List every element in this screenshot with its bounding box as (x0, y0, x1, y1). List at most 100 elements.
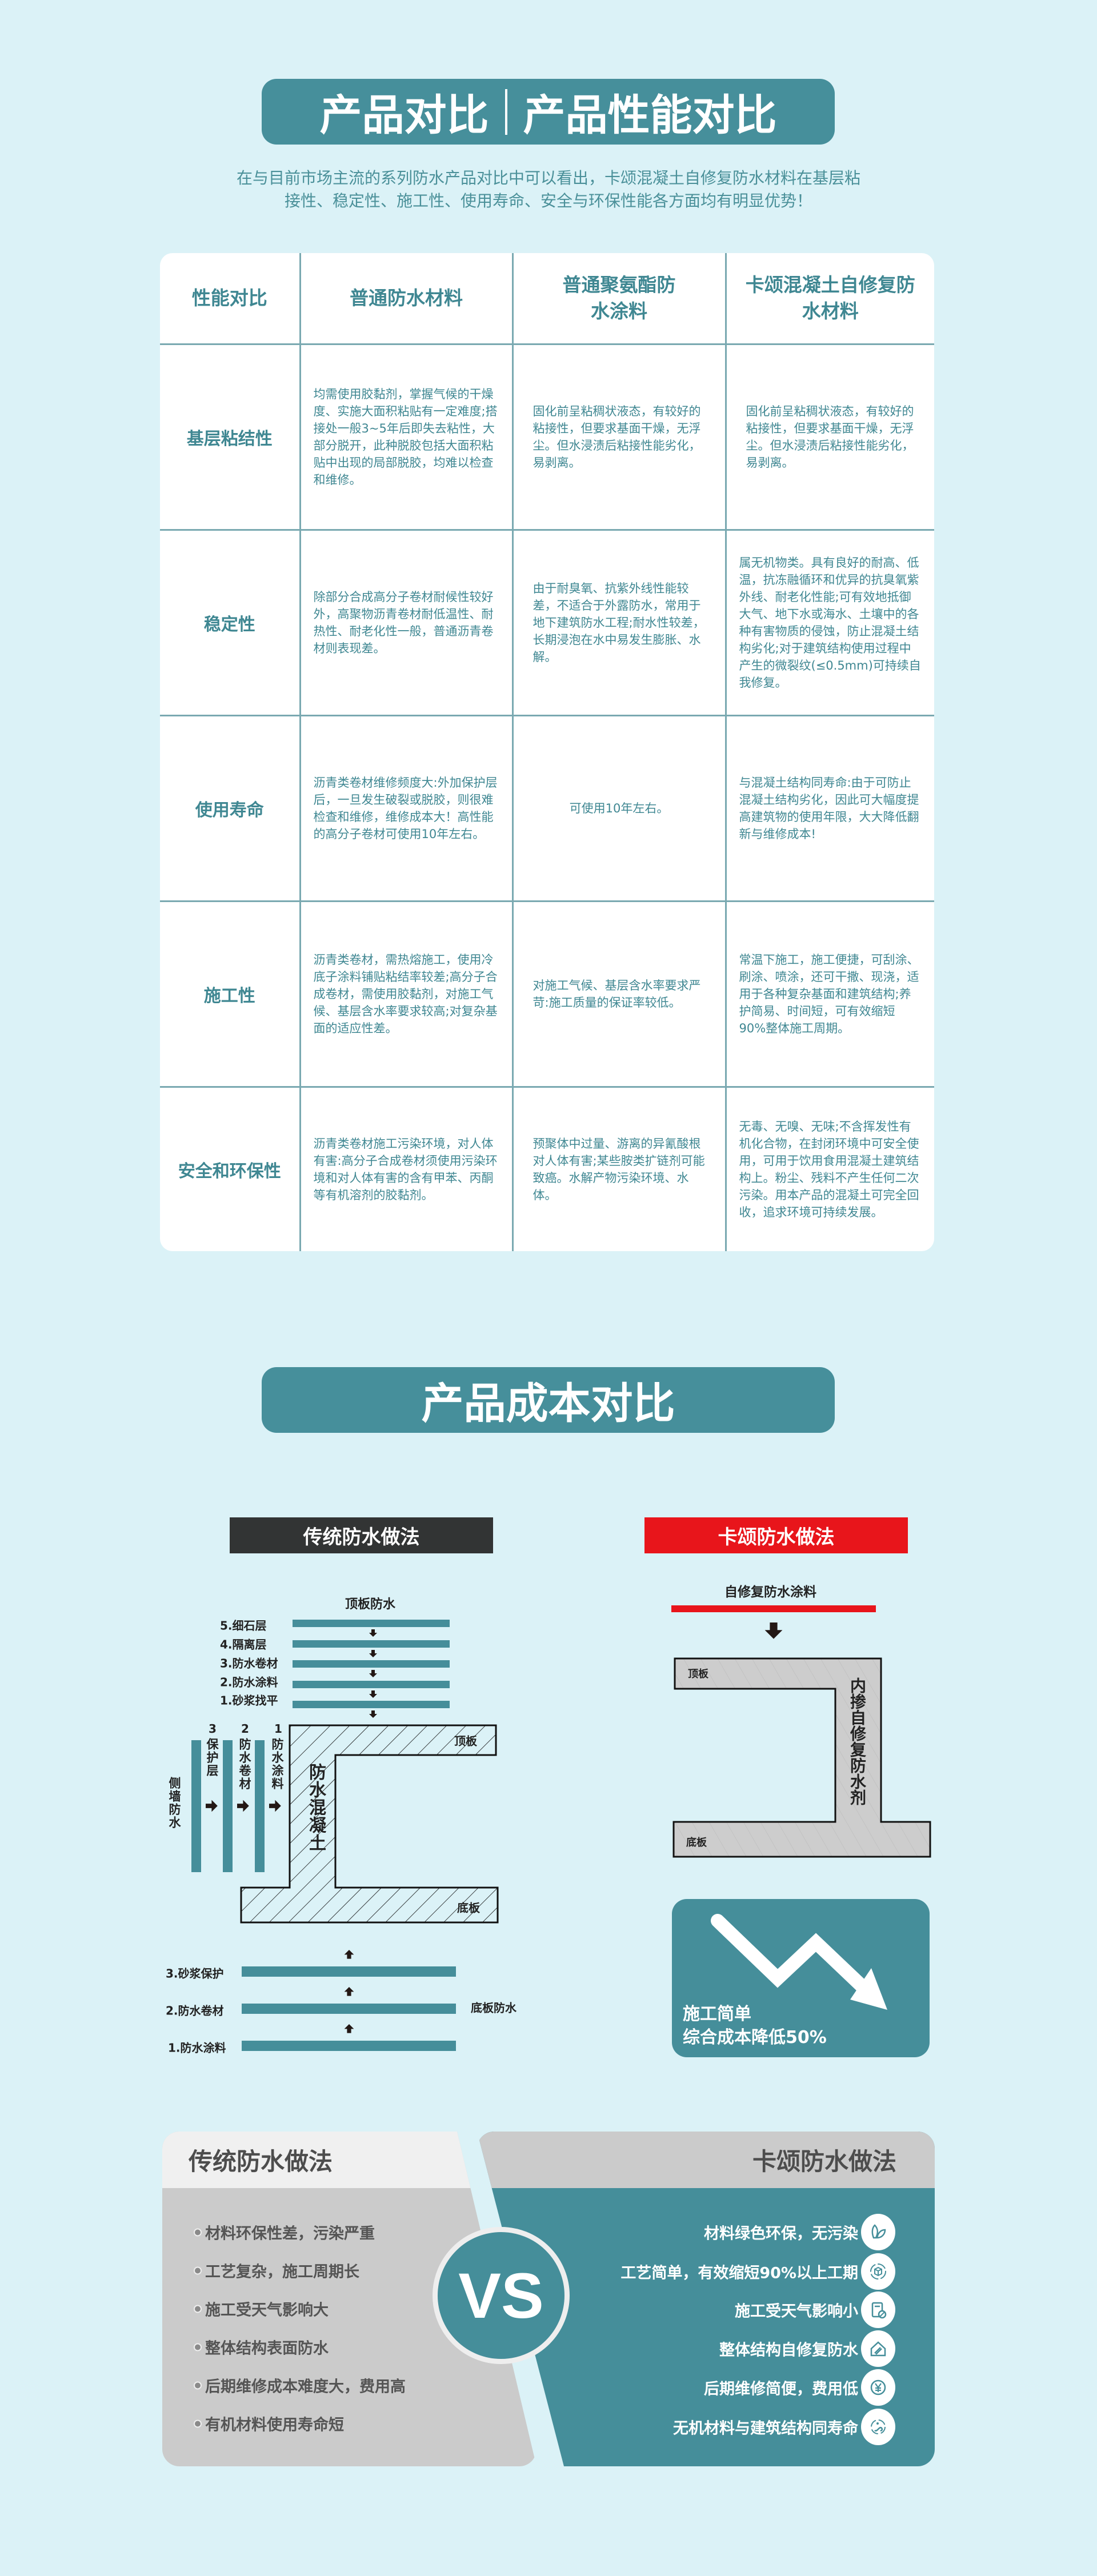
layer-bar (255, 1740, 265, 1872)
title-divider (505, 89, 507, 135)
row-label: 使用寿命 (160, 714, 301, 902)
list-item-text: 有机材料使用寿命短 (205, 2416, 344, 2434)
layer-bar (293, 1681, 450, 1688)
roof-layer-label: 5.细石层 (220, 1618, 267, 1633)
table-row: 施工性 沥青类卷材，需热熔施工，使用冷底子涂料铺贴粘结率较差;高分子合成卷材，需… (160, 900, 934, 1088)
list-item: 施工受天气影响大 (194, 2298, 329, 2320)
layer-bar (293, 1620, 450, 1627)
roof-layer-bars (293, 1620, 450, 1708)
roof-layer-label: 4.隔离层 (220, 1637, 267, 1652)
table-cell: 固化前呈粘稠状液态，有较好的粘接性，但要求基面干燥，无浮尘。但水浸渍后粘接性能劣… (724, 343, 934, 531)
table-cell: 常温下施工，施工便捷，可刮涂、刷涂、喷涂，还可干撒、现浇，适用于各种复杂基面和建… (724, 900, 934, 1088)
wall-layer-number: 3 (209, 1722, 217, 1736)
title-right: 产品性能对比 (523, 91, 777, 140)
table-cell: 除部分合成高分子卷材耐候性较好外，高聚物沥青卷材耐低温性、耐热性、耐老化性一般，… (299, 528, 514, 716)
table-row: 基层粘结性 均需使用胶黏剂，掌握气候的干燥度、实施大面积粘贴有一定难度;搭接处一… (160, 343, 934, 531)
arrow-down-icon (369, 1650, 377, 1657)
bullet-icon (194, 2381, 202, 2389)
vs-badge: VS (433, 2227, 570, 2364)
arrow-right-icon (206, 1800, 218, 1812)
row-label: 施工性 (160, 900, 301, 1088)
header-cell: 普通聚氨酯防水涂料 (511, 253, 727, 345)
layer-bar (223, 1740, 233, 1872)
header-cell: 卡颂混凝土自修复防水材料 (724, 253, 934, 345)
cost-title-banner: 产品成本对比 (262, 1367, 835, 1433)
layer-bar (242, 2041, 456, 2051)
list-item-text: 整体结构表面防水 (205, 2339, 329, 2358)
list-item: 后期维修成本难度大，费用高 (194, 2374, 406, 2397)
traditional-method-tag: 传统防水做法 (230, 1517, 493, 1553)
top-slab-label: 顶板 (454, 1734, 477, 1748)
wall-layer-label: 防水涂料 (270, 1738, 284, 1790)
table-cell: 由于耐臭氧、抗紫外线性能较差，不适合于外露防水，常用于地下建筑防水工程;耐水性较… (511, 528, 727, 716)
table-header-row: 性能对比 普通防水材料 普通聚氨酯防水涂料 卡颂混凝土自修复防水材料 (160, 253, 934, 345)
yen-coin-icon (861, 2369, 895, 2406)
arrow-right-icon (269, 1800, 281, 1812)
table-row: 稳定性 除部分合成高分子卷材耐候性较好外，高聚物沥青卷材耐低温性、耐热性、耐老化… (160, 528, 934, 716)
table-cell: 沥青类卷材维修频度大:外加保护层后，一旦发生破裂或脱胶，则很难检查和维修，维修成… (299, 714, 514, 902)
bullet-icon (194, 2419, 202, 2427)
table-cell: 沥青类卷材，需热熔施工，使用冷底子涂料铺贴粘结率较差;高分子合成卷材，需使用胶黏… (299, 900, 514, 1088)
roof-layer-label: 2.防水涂料 (220, 1675, 278, 1689)
arrow-up-icon (344, 1950, 354, 1959)
header-cell: 性能对比 (160, 253, 301, 345)
table-cell: 可使用10年左右。 (511, 714, 727, 902)
bullet-icon (194, 2305, 202, 2313)
roof-layer-label: 3.防水卷材 (220, 1656, 278, 1670)
kasong-top-slab-label: 顶板 (688, 1668, 708, 1680)
cube-cycle-icon (861, 2253, 895, 2290)
coating-label: 自修复防水涂料 (724, 1585, 816, 1600)
house-brush-icon (861, 2330, 895, 2367)
arrow-up-icon (344, 2024, 354, 2033)
concrete-structure (240, 1724, 499, 1924)
header-cell: 普通防水材料 (299, 253, 514, 345)
roof-layer-label: 1.砂浆找平 (220, 1693, 278, 1708)
arrow-down-icon (369, 1710, 377, 1718)
leaf-icon (861, 2214, 895, 2250)
performance-title-banner: 产品对比 产品性能对比 (262, 79, 835, 145)
floor-layer-bars (242, 1966, 456, 2051)
list-item-text: 施工受天气影响大 (205, 2301, 329, 2319)
table-cell: 无毒、无嗅、无味;不含挥发性有机化合物，在封闭环境中可安全使用，可用于饮用食用混… (724, 1085, 934, 1251)
row-label: 安全和环保性 (160, 1085, 301, 1251)
layer-bar (242, 2004, 456, 2014)
table-cell: 与混凝土结构同寿命:由于可防止混凝土结构劣化，因此可大幅度提高建筑物的使用年限，… (724, 714, 934, 902)
arrow-down-icon (764, 1622, 783, 1639)
list-item: 有机材料使用寿命短 (194, 2413, 344, 2435)
wall-layer-bars (191, 1740, 265, 1872)
list-item: 工艺复杂，施工周期长 (194, 2259, 359, 2282)
list-item-text: 材料环保性差，污染严重 (205, 2225, 375, 2243)
arrow-up-icon (344, 1987, 354, 1996)
table-cell: 沥青类卷材施工污染环境，对人体有害:高分子合成卷材须使用污染环境和对人体有害的含… (299, 1085, 514, 1251)
wall-layer-number: 2 (241, 1722, 249, 1736)
arrow-down-icon (369, 1670, 377, 1677)
table-cell: 对施工气候、基层含水率要求严苛:施工质量的保证率较低。 (511, 900, 727, 1088)
floor-layer-label: 3.砂浆保护 (166, 1966, 224, 1981)
table-cell: 均需使用胶黏剂，掌握气候的干燥度、实施大面积粘贴有一定难度;搭接处一般3~5年后… (299, 343, 514, 531)
table-cell: 预聚体中过量、游离的异氰酸根对人体有害;某些胺类扩链剂可能致癌。水解产物污染环境… (511, 1085, 727, 1251)
arrow-down-icon (369, 1690, 377, 1698)
cost-title: 产品成本对比 (421, 1379, 675, 1428)
list-item-text: 工艺简单，有效缩短90%以上工期 (620, 2264, 858, 2282)
bottom-slab-label: 底板 (457, 1901, 480, 1915)
arrows (206, 1622, 783, 2033)
coating-bar (671, 1605, 876, 1612)
floor-layer-label: 1.防水涂料 (168, 2041, 226, 2055)
list-item: 整体结构表面防水 (194, 2336, 329, 2358)
bullet-icon (194, 2343, 202, 2351)
list-item-text: 材料绿色环保，无污染 (704, 2225, 858, 2243)
layer-bar (293, 1640, 450, 1648)
trend-down-icon (711, 1914, 887, 2010)
kasong-card-title: 卡颂防水做法 (477, 2132, 935, 2188)
layer-bar (242, 1966, 456, 1977)
intro-text: 在与目前市场主流的系列防水产品对比中可以看出，卡颂混凝土自修复防水材料在基层粘接… (236, 169, 860, 210)
wall-waterproof-title: 侧墙防水 (167, 1777, 181, 1829)
weather-form-icon (861, 2291, 895, 2328)
admixture-label: 内掺自修复防水剂 (848, 1677, 867, 1805)
kasong-method-tag: 卡颂防水做法 (644, 1517, 908, 1553)
lifecycle-icon (861, 2409, 895, 2445)
floor-waterproof-title: 底板防水 (471, 2001, 517, 2015)
summary-line-1: 施工简单 (683, 2004, 751, 2024)
